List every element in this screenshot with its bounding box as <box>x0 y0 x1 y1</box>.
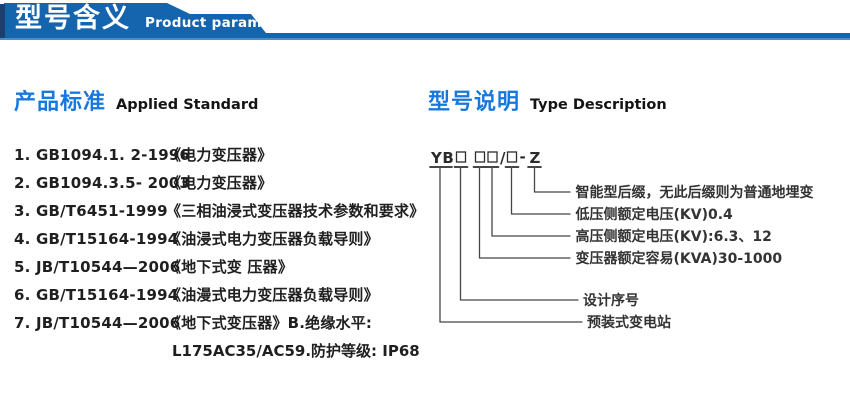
label-rated-capacity: 变压器额定容易(KVA)30-1000 <box>576 250 783 267</box>
standard-title: 《油浸式电力变压器负载导则》 <box>166 230 379 248</box>
type-description-heading-en: Type Description <box>530 97 667 113</box>
model-slash: / <box>500 149 506 167</box>
header-banner: 型号含义 Product parameters <box>0 0 850 42</box>
standard-code: 1. GB1094.1. 2-1996 <box>14 146 191 164</box>
standard-item: 5. JB/T10544—2006 《地下式变 压器》 <box>14 253 434 281</box>
standard-title: 《油漫式电力变压器负载导则》 <box>166 286 379 304</box>
standard-title: 《三相油浸式变压器技术参数和要求》 <box>166 202 425 220</box>
connector-lv <box>510 166 571 215</box>
model-dash: - <box>520 148 526 166</box>
applied-standard-heading-en: Applied Standard <box>116 97 259 113</box>
banner-left-edge <box>0 4 5 38</box>
standard-code: 3. GB/T6451-1999 <box>14 202 168 220</box>
standard-title: 《电力变压器》 <box>166 174 273 192</box>
standard-code: 7. JB/T10544—2006 <box>14 314 181 332</box>
standard-code: 6. GB/T15164-1994 <box>14 286 179 304</box>
standard-item: 1. GB1094.1. 2-1996 《电力变压器》 <box>14 141 434 169</box>
standard-title: 《电力变压器》 <box>166 146 273 164</box>
page-title: 型号含义 <box>15 3 131 34</box>
label-design-series: 设计序号 <box>583 292 639 309</box>
standard-title: 《地下式变压器》B.绝缘水平: <box>166 314 373 332</box>
connector-capacity <box>478 166 571 259</box>
type-description-heading: 型号说明 Type Description <box>428 84 667 116</box>
standard-item: 7. JB/T10544—2006 《地下式变压器》B.绝缘水平: <box>14 309 434 337</box>
label-lv-voltage: 低压侧额定电压(KV)0.4 <box>575 206 734 223</box>
standard-item: 3. GB/T6451-1999 《三相油浸式变压器技术参数和要求》 <box>14 197 434 225</box>
standard-item-continuation: L175AC35/AC59.防护等级: IP68 <box>172 342 420 360</box>
model-suffix: Z <box>530 149 541 167</box>
connector-suffix <box>533 166 571 193</box>
label-prefab-substation: 预装式变电站 <box>587 314 671 331</box>
page-subtitle: Product parameters <box>145 15 303 31</box>
model-code-diagram: YB / - Z 智能型后缀，无此后缀则为普通地埋变 低压侧额定电压(KV)0.… <box>420 140 850 352</box>
standard-item: 2. GB1094.3.5- 2003 《电力变压器》 <box>14 169 434 197</box>
standard-title: 《地下式变 压器》 <box>166 258 294 276</box>
standards-list: 1. GB1094.1. 2-1996 《电力变压器》 2. GB1094.3.… <box>14 141 434 365</box>
connector-hv <box>491 166 571 237</box>
type-description-heading-cn: 型号说明 <box>428 90 521 115</box>
standard-code: 5. JB/T10544—2006 <box>14 258 181 276</box>
model-box-capacity <box>474 151 486 163</box>
model-code-diagram-svg: YB / - Z 智能型后缀，无此后缀则为普通地埋变 低压侧额定电压(KV)0.… <box>429 148 814 331</box>
model-box-hv <box>487 151 498 163</box>
model-box-design-series <box>455 151 467 163</box>
standard-code: 2. GB1094.3.5- 2003 <box>14 174 191 192</box>
banner-underline <box>0 38 850 40</box>
connector-design-series <box>459 166 579 301</box>
model-prefix: YB <box>430 149 454 167</box>
standard-item: 6. GB/T15164-1994 《油漫式电力变压器负载导则》 <box>14 281 434 309</box>
label-smart-suffix: 智能型后缀，无此后缀则为普通地埋变 <box>575 184 814 201</box>
standard-code: 4. GB/T15164-1994 <box>14 230 179 248</box>
applied-standard-heading-cn: 产品标准 <box>14 90 107 115</box>
standard-item: 4. GB/T15164-1994 《油浸式电力变压器负载导则》 <box>14 225 434 253</box>
label-hv-voltage: 高压侧额定电压(KV):6.3、12 <box>576 228 772 245</box>
connector-prefix <box>439 166 583 323</box>
applied-standard-heading: 产品标准 Applied Standard <box>14 84 258 116</box>
model-box-lv <box>506 151 518 163</box>
